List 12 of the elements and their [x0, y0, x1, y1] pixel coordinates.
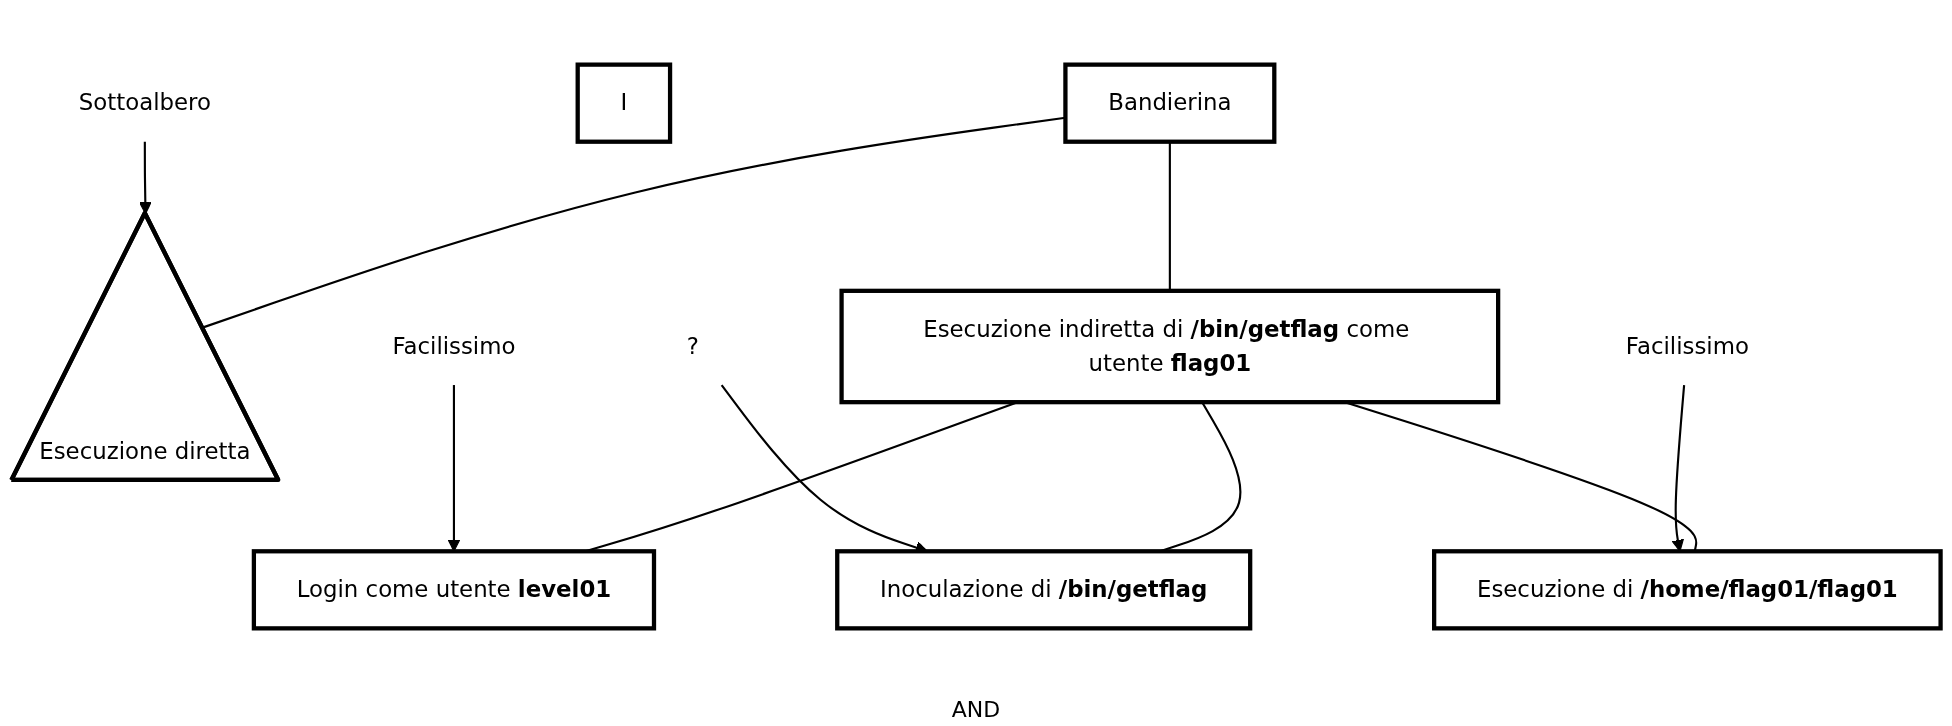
node-text: Facilissimo: [1625, 332, 1749, 360]
node-box: Esecuzione di /home/flag01/flag01: [1432, 549, 1943, 631]
node-box: Inoculazione di /bin/getflag: [835, 549, 1253, 631]
node-text: Sottoalbero: [78, 88, 211, 117]
node-text: Facilissimo: [392, 332, 516, 360]
gate-label: AND: [951, 697, 1001, 722]
arrow: [139, 141, 152, 215]
node-box: Esecuzione indiretta di /bin/getflag come utente flag01: [839, 288, 1501, 405]
node-text: ?: [686, 332, 699, 360]
node-box: Login come utente level01: [251, 549, 657, 631]
node-box: Bandierina: [1063, 62, 1277, 144]
node-box: I: [575, 62, 673, 144]
